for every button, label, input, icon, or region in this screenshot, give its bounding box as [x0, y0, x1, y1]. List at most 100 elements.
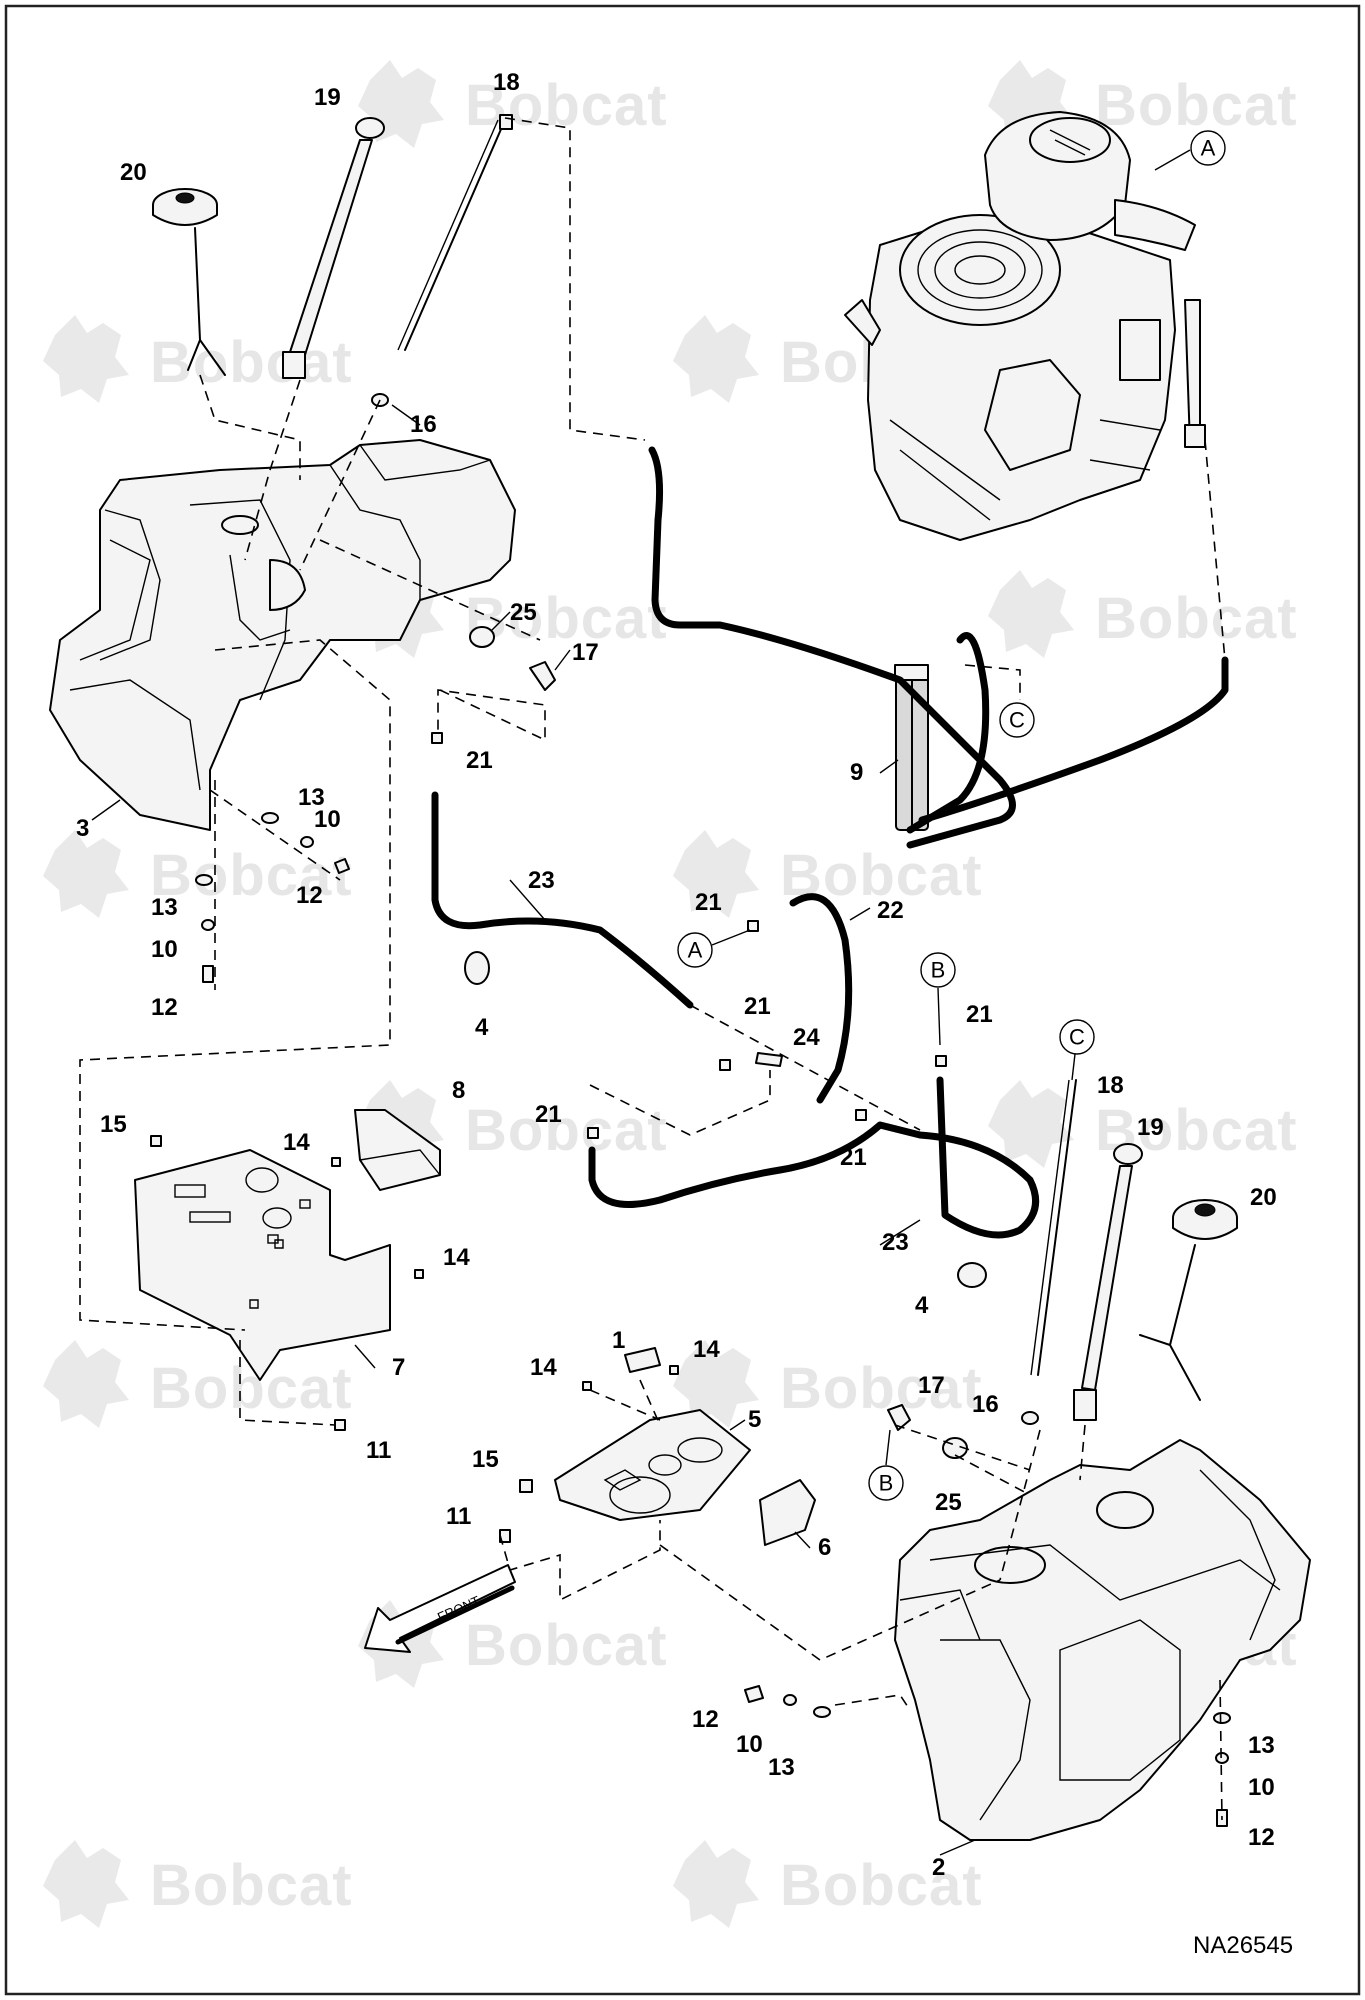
callout-21-f: 21: [966, 1001, 993, 1028]
watermark-16: Bobcat: [673, 1840, 983, 1928]
callout-12-d: 12: [1248, 1824, 1275, 1851]
callout-21-c: 21: [744, 993, 771, 1020]
hose-filter-to-engine: [918, 656, 1229, 824]
watermark-12: Bobcat: [673, 1340, 982, 1428]
bracket-8: [354, 1109, 441, 1191]
callout-23-b: 23: [882, 1229, 909, 1256]
callout-24: 24: [793, 1024, 820, 1051]
bracket-6: [759, 1479, 816, 1546]
vent-tube-18-top: [404, 119, 506, 351]
callout-13-a: 13: [298, 784, 325, 811]
callout-15-b: 15: [472, 1446, 499, 1473]
callout-14-d: 14: [693, 1336, 720, 1363]
svg-text:Bobcat: Bobcat: [780, 1853, 983, 1918]
fuel-tank-upper: [49, 439, 516, 831]
tee-fitting-24: [755, 1052, 783, 1067]
callout-10-c: 10: [736, 1731, 763, 1758]
callout-12-b: 12: [151, 994, 178, 1021]
callout-9: 9: [850, 759, 863, 786]
svg-text:Bobcat: Bobcat: [465, 73, 668, 138]
callout-21-a: 21: [466, 747, 493, 774]
callout-21-d: 21: [535, 1101, 562, 1128]
hose-23-right: [588, 1076, 1040, 1239]
callout-16-b: 16: [972, 1391, 999, 1418]
svg-text:Bobcat: Bobcat: [150, 330, 353, 395]
ref-circle-b-mid: B: [920, 952, 956, 988]
watermark-6: Bobcat: [988, 570, 1297, 658]
callout-25-b: 25: [935, 1489, 962, 1516]
ref-circle-c-top: C: [999, 702, 1035, 738]
hose-filter-loop: [906, 632, 990, 834]
callout-20-a: 20: [120, 159, 147, 186]
callout-13-d: 13: [1248, 1732, 1275, 1759]
ref-circle-a-top: A: [1190, 130, 1226, 166]
ref-circle-b-low: B: [868, 1465, 904, 1501]
callout-17-a: 17: [572, 639, 599, 666]
callout-22: 22: [877, 897, 904, 924]
grommet-16-bottom: [1021, 1411, 1039, 1425]
callout-23-a: 23: [528, 867, 555, 894]
dashed-connections: [79, 117, 1226, 1821]
svg-text:B: B: [879, 1471, 894, 1496]
callout-10-d: 10: [1248, 1774, 1275, 1801]
callout-14-b: 14: [443, 1244, 470, 1271]
upper-tank-filler-neck: [221, 515, 259, 535]
callout-6: 6: [818, 1534, 831, 1561]
engine-side-bracket: [1119, 319, 1161, 381]
watermark-7: Bobcat: [43, 830, 353, 918]
svg-text:Bobcat: Bobcat: [150, 843, 353, 908]
watermark-3: Bobcat: [43, 315, 353, 403]
vent-tube-18-bottom: [1037, 1079, 1077, 1376]
hardware-fasteners: [150, 812, 1231, 1827]
callout-10-b: 10: [151, 936, 178, 963]
fuel-hoses: [431, 446, 1229, 1239]
callout-21-b: 21: [695, 889, 722, 916]
callout-labels: 1 2 3 4 4 5 6 7 8 9 10 10 10 10 11 11 12…: [76, 69, 1277, 1881]
callout-1: 1: [612, 1327, 625, 1354]
engine-fan-shroud: [899, 214, 1061, 326]
watermark-2: Bobcat: [988, 60, 1297, 148]
callout-25-a: 25: [510, 599, 537, 626]
svg-text:C: C: [1069, 1025, 1085, 1050]
callout-19-b: 19: [1137, 1114, 1164, 1141]
callout-3: 3: [76, 815, 89, 842]
hose-23-left: [431, 791, 694, 1009]
callout-21-e: 21: [840, 1144, 867, 1171]
callout-10-a: 10: [314, 806, 341, 833]
svg-text:Bobcat: Bobcat: [150, 1853, 353, 1918]
ref-circle-a-mid: A: [677, 932, 713, 968]
fitting-17-bottom: [887, 1404, 911, 1431]
grommet-4-bottom: [957, 1262, 987, 1288]
callout-14-a: 14: [283, 1129, 310, 1156]
fuel-cap-20-bottom: [1139, 1199, 1238, 1401]
fuel-sender-19-bottom: [1073, 1143, 1143, 1421]
fuel-tank-lower: [894, 1439, 1311, 1841]
callout-16-a: 16: [410, 411, 437, 438]
watermark-10: Bobcat: [988, 1080, 1297, 1168]
callout-7: 7: [392, 1354, 405, 1381]
callout-leaders: [91, 404, 976, 1856]
svg-text:A: A: [688, 938, 703, 963]
callout-5: 5: [748, 1406, 761, 1433]
callout-8: 8: [452, 1077, 465, 1104]
callout-11-a: 11: [366, 1437, 391, 1464]
callout-4-top: 4: [475, 1014, 489, 1041]
fuel-cap-20-top: [152, 188, 226, 376]
fuel-sender-19-top: [282, 117, 385, 379]
lower-tank-filler-neck: [1096, 1491, 1154, 1529]
callout-13-c: 13: [768, 1754, 795, 1781]
callout-12-a: 12: [296, 882, 323, 909]
engine: [844, 111, 1206, 541]
svg-text:Bobcat: Bobcat: [465, 1098, 668, 1163]
diagram-code: NA26545: [1193, 1932, 1293, 1959]
svg-text:B: B: [931, 958, 946, 983]
callout-4-bottom: 4: [915, 1292, 929, 1319]
ref-circle-c-mid: C: [1059, 1019, 1095, 1055]
svg-text:C: C: [1009, 708, 1025, 733]
bracket-7: [134, 1149, 391, 1381]
diagram-frame: [4, 4, 1361, 1996]
callout-2: 2: [932, 1854, 945, 1881]
watermark-11: Bobcat: [43, 1340, 352, 1428]
callout-18-a: 18: [493, 69, 520, 96]
